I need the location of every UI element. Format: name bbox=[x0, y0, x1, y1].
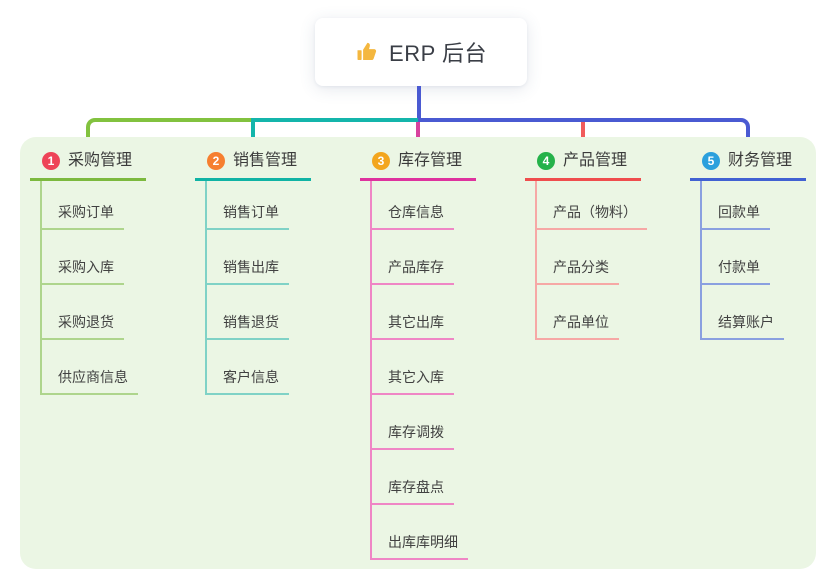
branch-title[interactable]: 1 采购管理 bbox=[30, 150, 146, 181]
branch-title-label: 采购管理 bbox=[68, 152, 133, 169]
child-node[interactable]: 产品分类 bbox=[537, 230, 619, 285]
child-node[interactable]: 销售订单 bbox=[207, 181, 289, 230]
child-node[interactable]: 采购入库 bbox=[42, 230, 124, 285]
branch-title-label: 库存管理 bbox=[398, 152, 463, 169]
child-node[interactable]: 付款单 bbox=[702, 230, 770, 285]
branch-title[interactable]: 2 销售管理 bbox=[195, 150, 311, 181]
branch-number-badge: 2 bbox=[207, 151, 225, 170]
branch-title-label: 产品管理 bbox=[563, 152, 628, 169]
child-node[interactable]: 产品库存 bbox=[372, 230, 454, 285]
branch-title[interactable]: 5 财务管理 bbox=[690, 150, 806, 181]
child-node[interactable]: 出库库明细 bbox=[372, 505, 468, 560]
branches-panel bbox=[20, 137, 816, 569]
child-node[interactable]: 其它出库 bbox=[372, 285, 454, 340]
child-node[interactable]: 库存调拨 bbox=[372, 395, 454, 450]
root-connector-line bbox=[417, 86, 421, 119]
branch-number-badge: 5 bbox=[702, 151, 720, 170]
child-node[interactable]: 供应商信息 bbox=[42, 340, 138, 395]
branch-children: 产品（物料）产品分类产品单位 bbox=[535, 181, 647, 340]
branch-title[interactable]: 3 库存管理 bbox=[360, 150, 476, 181]
child-node[interactable]: 仓库信息 bbox=[372, 181, 454, 230]
branch-5: 5 财务管理回款单付款单结算账户 bbox=[690, 150, 806, 340]
root-node[interactable]: ERP 后台 bbox=[315, 18, 527, 86]
branch-2: 2 销售管理销售订单销售出库销售退货客户信息 bbox=[195, 150, 311, 395]
connector-branch-5 bbox=[418, 118, 750, 143]
branch-children: 回款单付款单结算账户 bbox=[700, 181, 806, 340]
connector-branch-4 bbox=[581, 122, 585, 143]
branch-1: 1 采购管理采购订单采购入库采购退货供应商信息 bbox=[30, 150, 146, 395]
child-node[interactable]: 产品单位 bbox=[537, 285, 619, 340]
branch-3: 3 库存管理仓库信息产品库存其它出库其它入库库存调拨库存盘点出库库明细 bbox=[360, 150, 476, 560]
child-node[interactable]: 采购订单 bbox=[42, 181, 124, 230]
branch-4: 4 产品管理产品（物料）产品分类产品单位 bbox=[525, 150, 647, 340]
branch-number-badge: 3 bbox=[372, 151, 390, 170]
child-node[interactable]: 结算账户 bbox=[702, 285, 784, 340]
connector-branch-3 bbox=[416, 122, 420, 143]
child-node[interactable]: 采购退货 bbox=[42, 285, 124, 340]
connector-branch-1 bbox=[86, 118, 251, 143]
branch-title-label: 销售管理 bbox=[233, 152, 298, 169]
child-node[interactable]: 销售退货 bbox=[207, 285, 289, 340]
child-node[interactable]: 产品（物料） bbox=[537, 181, 647, 230]
branch-title[interactable]: 4 产品管理 bbox=[525, 150, 641, 181]
branch-number-badge: 1 bbox=[42, 151, 60, 170]
branch-children: 仓库信息产品库存其它出库其它入库库存调拨库存盘点出库库明细 bbox=[370, 181, 476, 560]
child-node[interactable]: 库存盘点 bbox=[372, 450, 454, 505]
branch-number-badge: 4 bbox=[537, 151, 555, 170]
branch-children: 销售订单销售出库销售退货客户信息 bbox=[205, 181, 311, 395]
child-node[interactable]: 客户信息 bbox=[207, 340, 289, 395]
child-node[interactable]: 其它入库 bbox=[372, 340, 454, 395]
child-node[interactable]: 销售出库 bbox=[207, 230, 289, 285]
thumbs-up-icon bbox=[355, 40, 379, 64]
root-label: ERP 后台 bbox=[389, 41, 487, 66]
branch-children: 采购订单采购入库采购退货供应商信息 bbox=[40, 181, 146, 395]
connector-branch-2 bbox=[251, 118, 418, 143]
child-node[interactable]: 回款单 bbox=[702, 181, 770, 230]
branch-title-label: 财务管理 bbox=[728, 152, 793, 169]
